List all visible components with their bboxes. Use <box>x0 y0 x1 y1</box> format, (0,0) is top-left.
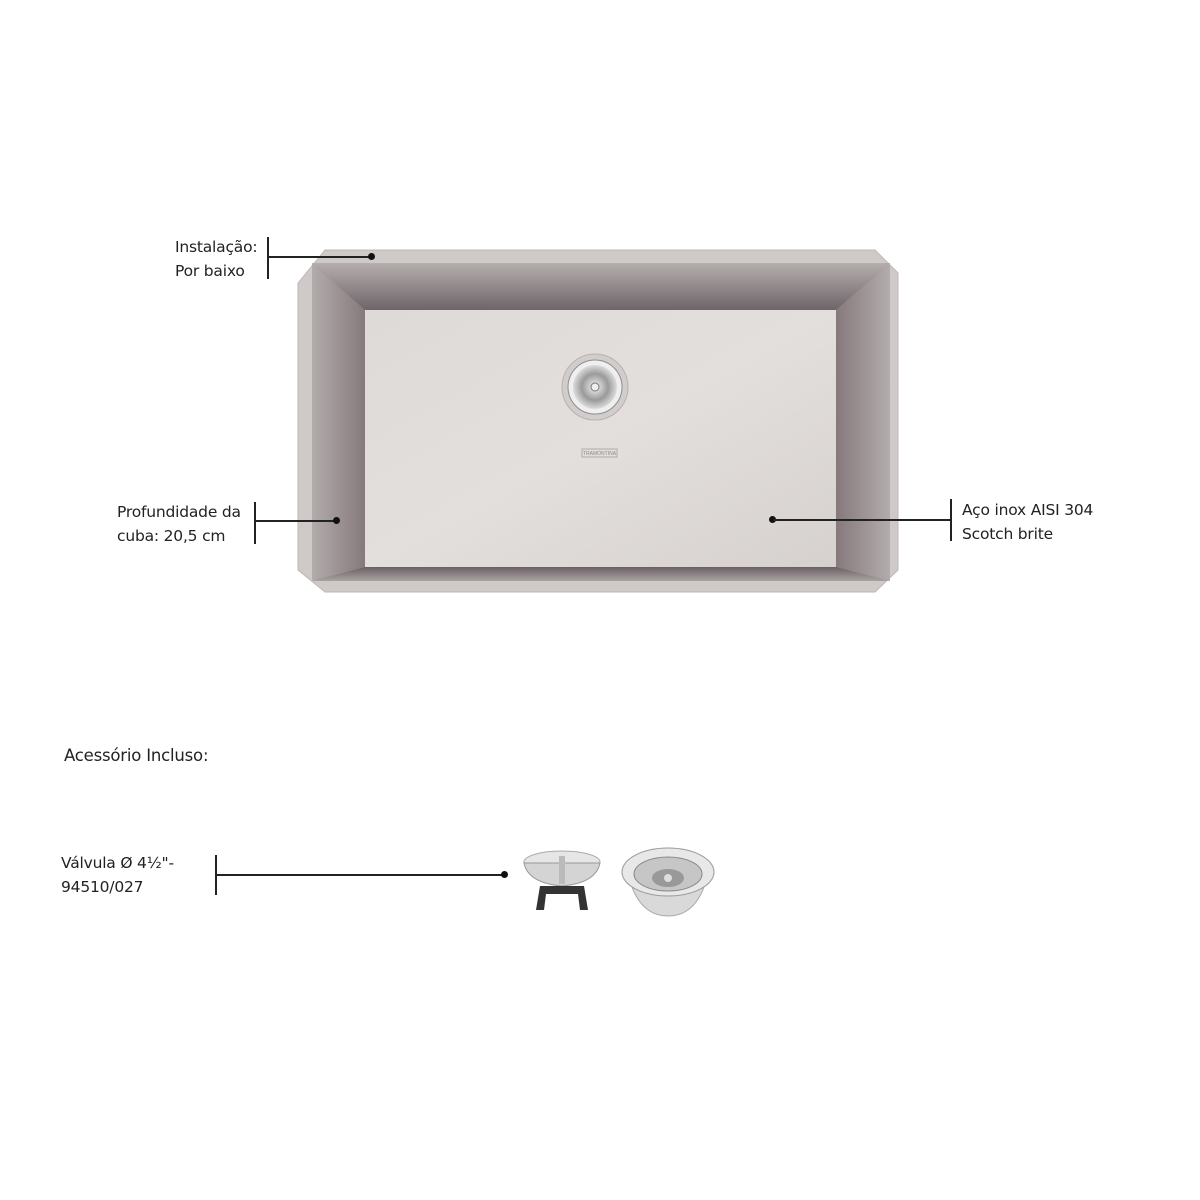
installation-leader <box>268 256 372 258</box>
material-leader <box>773 519 951 521</box>
basket-strainer-image <box>523 850 601 910</box>
installation-dot <box>368 253 375 260</box>
installation-label: Instalação: Por baixo <box>175 235 258 283</box>
valve-leader <box>216 874 505 876</box>
valve-tick <box>215 855 217 895</box>
installation-tick <box>267 237 269 279</box>
sink-image: TRAMONTINA <box>297 249 899 593</box>
valve-label: Válvula Ø 4½"- 94510/027 <box>61 851 174 899</box>
brand-logo: TRAMONTINA <box>581 448 618 458</box>
depth-label-line1: Profundidade da <box>117 503 241 521</box>
brand-logo-text: TRAMONTINA <box>583 451 617 457</box>
accessories-heading: Acessório Incluso: <box>64 746 209 765</box>
material-label: Aço inox AISI 304 Scotch brite <box>962 498 1093 546</box>
depth-label-line2: cuba: 20,5 cm <box>117 527 226 545</box>
material-label-line1: Aço inox AISI 304 <box>962 501 1094 519</box>
depth-tick <box>254 502 256 544</box>
depth-dot <box>333 517 340 524</box>
drain-strainer <box>561 353 629 421</box>
installation-label-line1: Instalação: <box>175 238 258 256</box>
material-tick <box>950 499 952 541</box>
depth-label: Profundidade da cuba: 20,5 cm <box>117 500 241 548</box>
installation-label-line2: Por baixo <box>175 262 245 280</box>
material-label-line2: Scotch brite <box>962 525 1053 543</box>
valve-label-line2: 94510/027 <box>61 878 144 896</box>
valve-body-image <box>621 847 715 917</box>
valve-dot <box>501 871 508 878</box>
material-dot <box>769 516 776 523</box>
valve-label-line1: Válvula Ø 4½"- <box>61 854 174 872</box>
depth-leader <box>255 520 337 522</box>
